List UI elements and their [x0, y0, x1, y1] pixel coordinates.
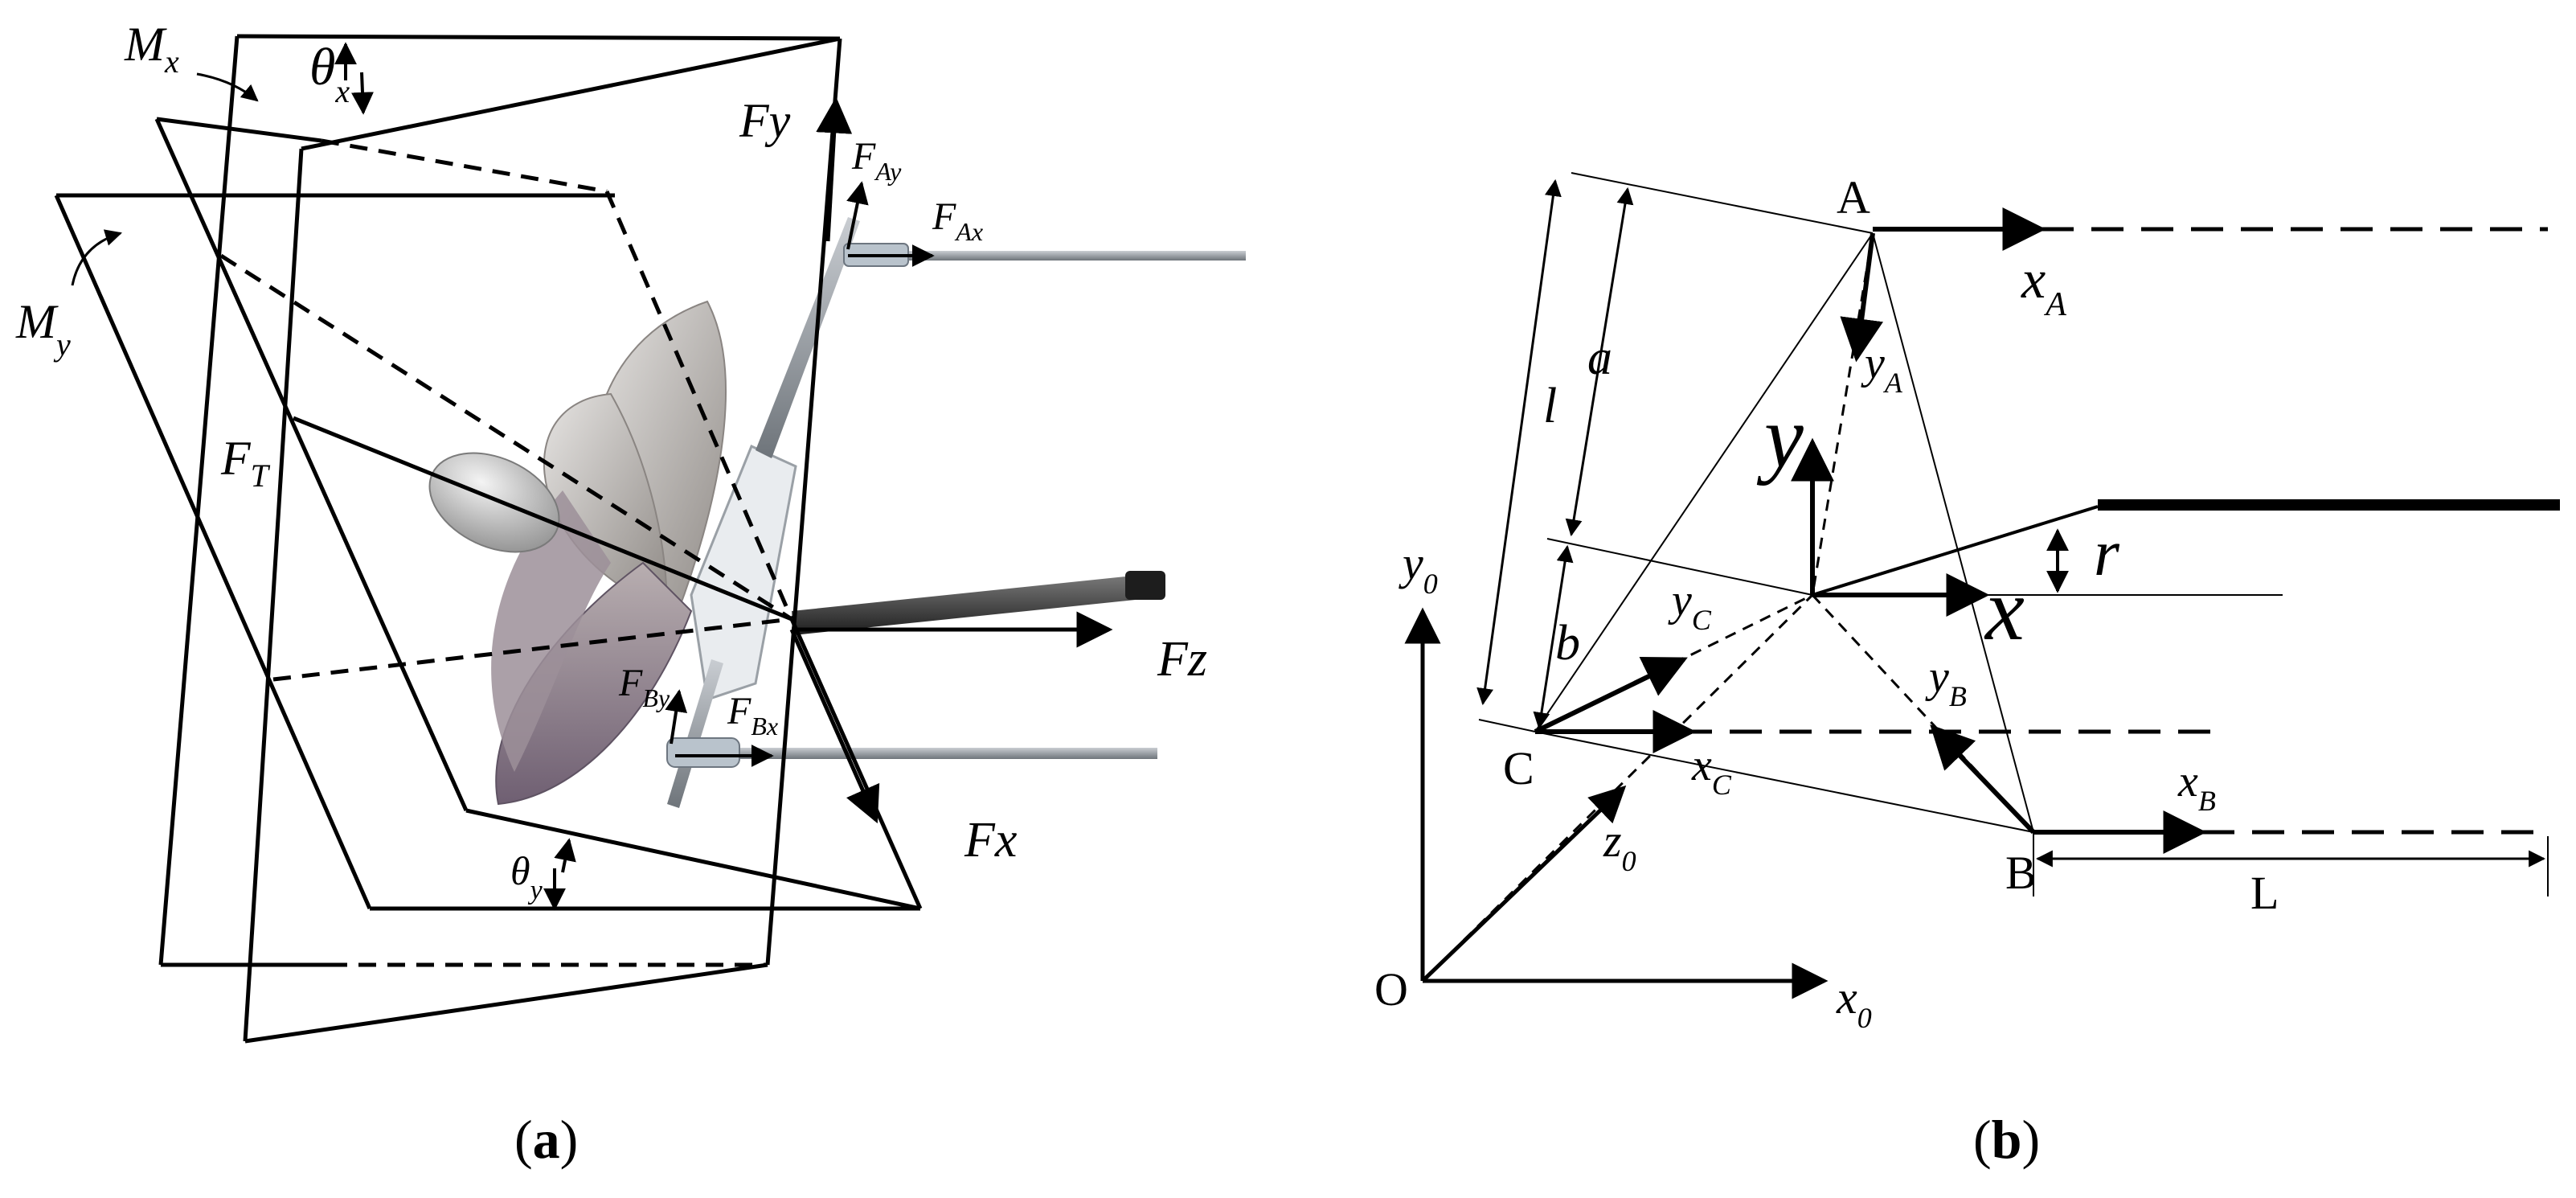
- label-L: L: [2250, 867, 2279, 919]
- fx-arrow: [789, 628, 880, 824]
- label-yB: yB: [1925, 652, 1967, 712]
- label-FAx: FAx: [932, 195, 983, 246]
- strut-lower: [667, 659, 723, 808]
- fay-arrow: [846, 181, 869, 250]
- label-Fz: Fz: [1157, 632, 1207, 687]
- yA-arrow: [1840, 232, 1883, 363]
- label-C: C: [1503, 742, 1534, 794]
- label-x0: x0: [1836, 971, 1872, 1034]
- label-x: x: [1984, 560, 2025, 658]
- caption-a: (a): [514, 1109, 578, 1170]
- theta-x-arrow-2: [351, 72, 374, 115]
- rod-lower: [707, 748, 1157, 759]
- label-Fx: Fx: [964, 813, 1018, 868]
- labels-b: A B C O xA yA y x r yC xC yB xB a l b L …: [1374, 171, 2279, 1034]
- label-FAy: FAy: [851, 135, 902, 186]
- dim-b: [1533, 544, 1574, 730]
- label-FT: FT: [220, 432, 271, 494]
- arrows-b: [1534, 207, 2560, 854]
- label-Fy: Fy: [739, 94, 791, 147]
- label-yA: yA: [1861, 338, 1903, 399]
- label-FBx: FBx: [727, 690, 778, 741]
- label-xB: xB: [2177, 757, 2216, 817]
- label-xC: xC: [1691, 741, 1732, 801]
- dim-a: [1565, 187, 1634, 537]
- label-theta-x: θx: [309, 38, 350, 109]
- label-B: B: [2005, 847, 2037, 899]
- label-y: y: [1756, 388, 1804, 486]
- label-A: A: [1837, 171, 1870, 224]
- fy-arrow: [816, 96, 853, 242]
- label-My: My: [15, 295, 71, 363]
- label-Mx: Mx: [124, 18, 179, 80]
- label-theta-y: θy: [510, 848, 543, 905]
- global-axes: [1404, 607, 1829, 999]
- propeller-blade-lower-back: [491, 490, 611, 772]
- label-xA: xA: [2021, 248, 2066, 323]
- label-O: O: [1374, 963, 1408, 1015]
- z0-axis: [1421, 785, 1627, 983]
- force-arrows-a: [71, 42, 1113, 911]
- label-FBy: FBy: [618, 662, 670, 712]
- label-r: r: [2094, 516, 2120, 589]
- label-l: l: [1543, 379, 1557, 433]
- rod-center-tip: [1125, 571, 1165, 600]
- r-line: [1812, 505, 2099, 597]
- labels-a: Mx θx My FT Fy FAy FAx FBy FBx Fz Fx θy: [15, 18, 1207, 905]
- dimension-lines-b: [1476, 178, 2546, 868]
- label-y0: y0: [1399, 537, 1438, 600]
- panel-a: Mx θx My FT Fy FAy FAx FBy FBx Fz Fx θy …: [15, 18, 1246, 1170]
- mx-curve-arrow: [196, 72, 259, 102]
- dashed-lines-short-b: [1421, 232, 2035, 983]
- my-curve-arrow: [71, 229, 123, 286]
- rod-upper: [884, 251, 1246, 261]
- dim-l: [1476, 178, 1562, 706]
- propeller-rendering: [428, 217, 1246, 808]
- yB-arrow: [1930, 724, 2036, 835]
- plane-lines: [54, 34, 923, 1044]
- label-b: b: [1555, 616, 1580, 671]
- label-z0: z0: [1603, 814, 1636, 877]
- fby-arrow: [665, 689, 688, 745]
- strut-upper: [756, 217, 860, 458]
- panel-b: A B C O xA yA y x r yC xC yB xB a l b L …: [1374, 171, 2560, 1170]
- label-a: a: [1587, 330, 1612, 385]
- triangle-thin-lines: [1478, 172, 2549, 896]
- caption-b: (b): [1973, 1109, 2040, 1170]
- rod-center: [792, 575, 1143, 635]
- label-yC: yC: [1668, 576, 1712, 636]
- theta-y-arrow: [554, 838, 576, 873]
- rod-lower-connector: [666, 737, 740, 768]
